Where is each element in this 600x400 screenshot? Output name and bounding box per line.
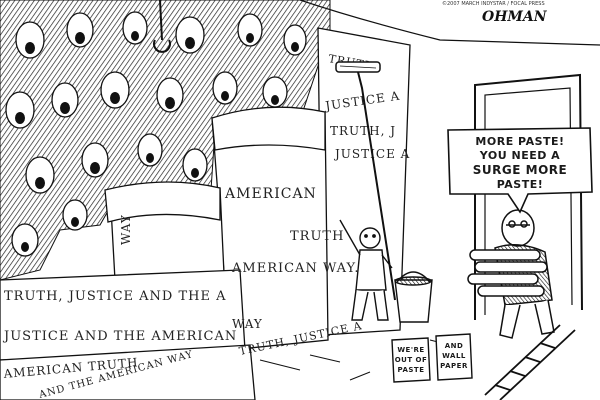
wp-justice-and: JUSTICE AND THE AMERICAN	[2, 329, 237, 344]
wp-truth-justice: TRUTH, JUSTICE AND THE A	[4, 289, 226, 304]
speech-line-2: YOU NEED A	[479, 149, 560, 162]
wp-way: WAY	[119, 214, 133, 245]
paint-roller	[335, 61, 396, 301]
speech-line-3: SURGE MORE	[473, 163, 567, 177]
can-right-line-3: PAPER	[440, 362, 468, 370]
wp-truth-j: TRUTH, J	[330, 124, 396, 138]
can-left-line-3: PASTE	[397, 366, 424, 374]
floor-debris	[259, 339, 471, 381]
wp-justice-a: JUSTICE A	[333, 147, 410, 161]
can-right-line-2: WALL	[442, 352, 466, 360]
paste-bucket	[394, 271, 433, 323]
wp-american-way: AMERICAN WAY.	[231, 261, 360, 276]
speech-line-1: MORE PASTE!	[475, 135, 564, 148]
can-right-line-1: AND	[445, 342, 464, 350]
can-left-line-2: OUT OF	[395, 356, 428, 364]
wp-american: AMERICAN	[224, 186, 317, 202]
small-worker-figure	[339, 219, 393, 321]
speech-line-4: PASTE!	[497, 178, 544, 191]
speech-bubble: MORE PASTE! YOU NEED A SURGE MORE PASTE!	[447, 127, 593, 214]
can-left-line-1: WE'RE	[397, 346, 424, 354]
large-figure-with-rolls	[467, 209, 555, 339]
wp-truth: TRUTH	[290, 229, 344, 244]
empty-paste-can: WE'RE OUT OF PASTE	[391, 337, 431, 383]
wp-way2: WAY	[232, 317, 263, 331]
empty-paper-can: AND WALL PAPER	[435, 333, 473, 381]
artist-signature: OHMAN	[482, 8, 547, 25]
mural-of-faces	[0, 0, 331, 281]
credit-block: ©2007 MARCH INDYSTAR / FOCAL PRESS OHMAN	[442, 1, 582, 25]
wallpaper-strips	[0, 27, 411, 400]
copyright-text: ©2007 MARCH INDYSTAR / FOCAL PRESS	[442, 1, 545, 7]
ladder	[484, 324, 576, 400]
